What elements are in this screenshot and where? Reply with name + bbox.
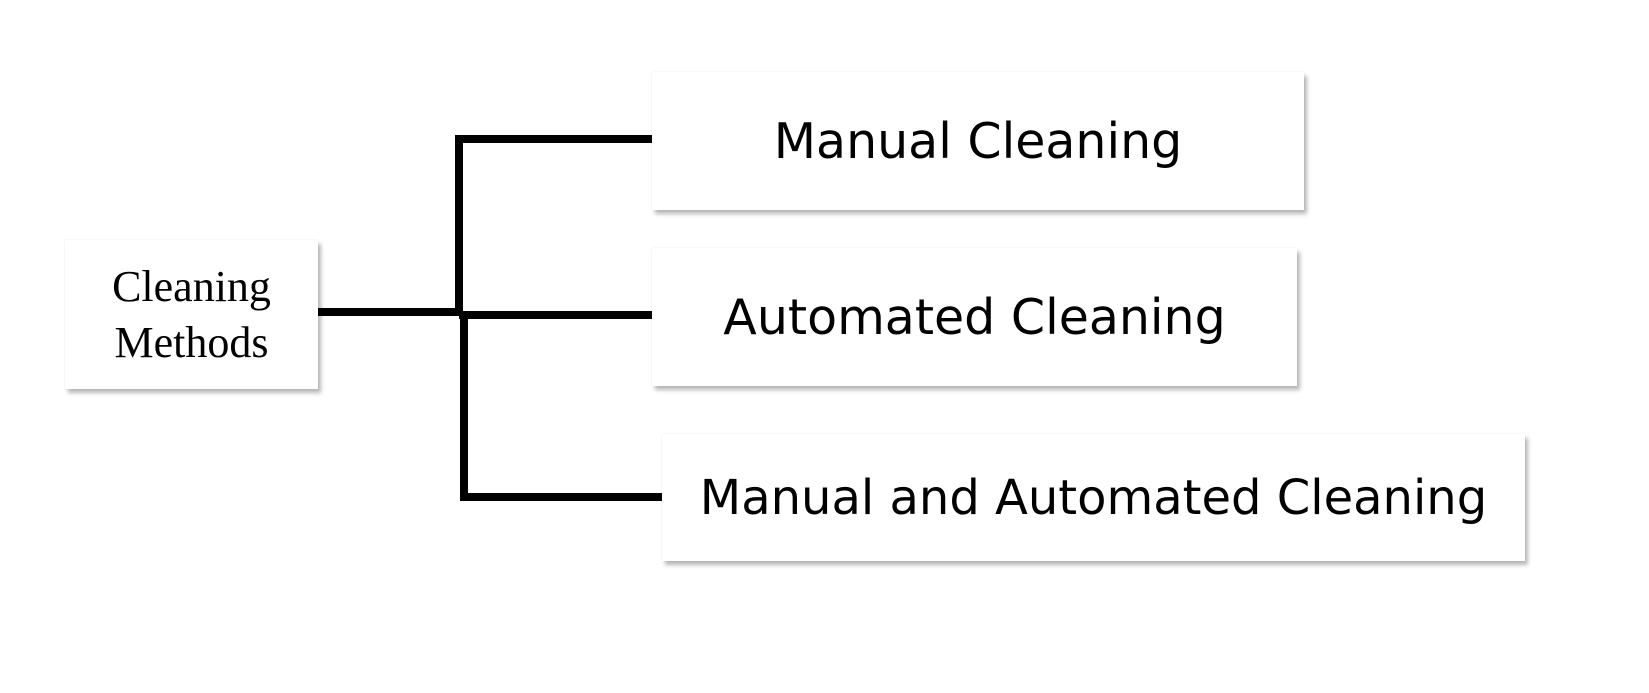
root-node-label: Cleaning Methods	[112, 261, 271, 367]
lower-branch-line	[460, 312, 662, 501]
child-node-automated-cleaning: Automated Cleaning	[652, 248, 1297, 386]
child-node-manual-and-automated-cleaning: Manual and Automated Cleaning	[662, 434, 1525, 561]
child-node-label: Manual Cleaning	[773, 112, 1183, 170]
child-node-manual-cleaning: Manual Cleaning	[652, 72, 1304, 210]
root-node: Cleaning Methods	[65, 240, 318, 389]
upper-branch-line	[455, 135, 652, 314]
child-node-label: Automated Cleaning	[723, 288, 1226, 346]
child-node-label: Manual and Automated Cleaning	[699, 469, 1488, 526]
